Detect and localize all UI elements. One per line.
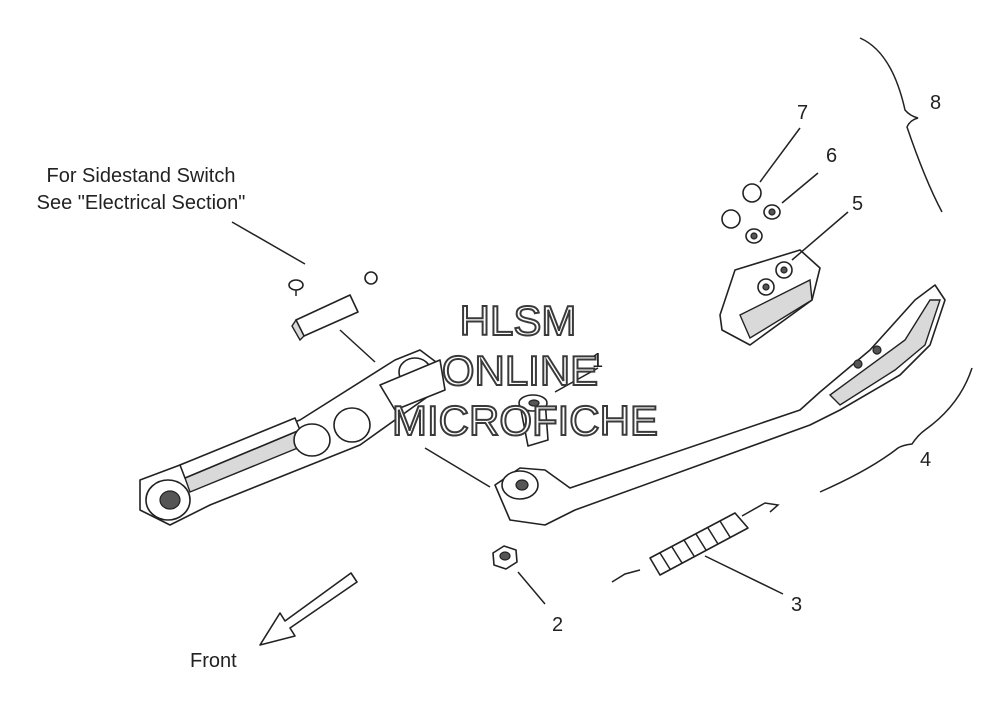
callout-6: 6 — [826, 145, 837, 167]
sidestand-bracket — [139, 349, 446, 526]
callout-4: 4 — [920, 449, 931, 471]
spring-part-3 — [611, 502, 784, 595]
watermark: HLSM ONLINE MICROFICHE — [391, 296, 659, 445]
front-arrow-icon — [259, 572, 358, 646]
note-leader-line — [231, 221, 306, 265]
callout-2: 2 — [552, 614, 563, 636]
callout-5: 5 — [852, 193, 863, 215]
switch-block-part-5 — [719, 211, 849, 346]
sidestand-switch-parts — [288, 271, 378, 363]
front-label: Front — [190, 650, 237, 672]
group-bracket-8 — [859, 37, 943, 213]
caps-part-7 — [721, 127, 801, 229]
callout-3: 3 — [791, 594, 802, 616]
group-bracket-4 — [819, 367, 973, 493]
callout-8: 8 — [930, 92, 941, 114]
callout-1: 1 — [592, 350, 603, 372]
switch-screw — [288, 279, 304, 296]
nut-part-2 — [492, 545, 546, 605]
switch-note-line-1: For Sidestand Switch — [47, 165, 236, 187]
sidestand-leg-part-4 — [424, 284, 946, 526]
bolt-part-1 — [518, 367, 599, 447]
callout-7: 7 — [797, 102, 808, 124]
washers-part-6 — [745, 172, 819, 244]
watermark-line-1: HLSM — [460, 297, 577, 344]
switch-note-line-2: See "Electrical Section" — [37, 192, 246, 214]
switch-nut — [364, 271, 378, 285]
watermark-line-3: MICROFICHE — [392, 397, 658, 444]
watermark-line-2: ONLINE — [442, 347, 598, 394]
